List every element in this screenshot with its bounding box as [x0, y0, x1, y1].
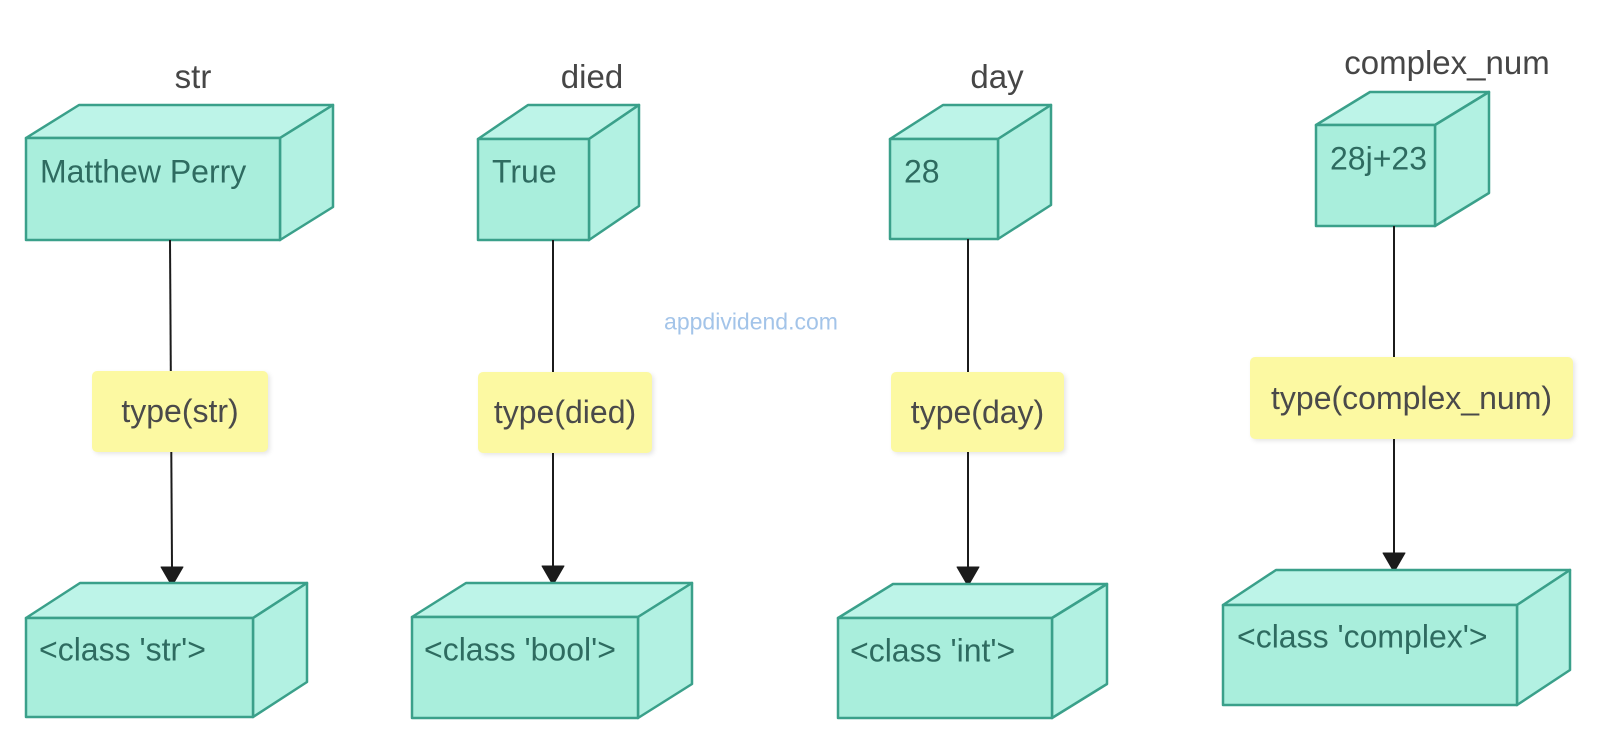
watermark-text: appdividend.com: [664, 308, 838, 335]
str-result-cube-front-face: [24, 616, 255, 719]
complex-num-value-cube-front-face: [1314, 123, 1437, 228]
died-value-cube-front-face: [476, 137, 591, 242]
column-str-shapes: [24, 103, 335, 719]
day-value-text: 28: [904, 153, 940, 190]
died-operation-label: type(died): [478, 372, 652, 453]
day-result-text: <class 'int'>: [850, 632, 1016, 669]
column-complex-num-shapes: [1221, 90, 1572, 707]
str-value-cube-front-face: [24, 136, 282, 242]
died-arrowhead-icon: [541, 565, 565, 586]
complex-num-operation-label: type(complex_num): [1250, 357, 1573, 439]
variable-name-complex-num: complex_num: [1344, 44, 1550, 81]
died-result-cube-front-face: [410, 615, 640, 720]
variable-name-str: str: [174, 58, 212, 95]
complex-num-result-cube-top-face: [1221, 568, 1572, 607]
complex-num-result-cube-front-face: [1221, 603, 1519, 707]
day-arrowhead-icon: [956, 566, 980, 587]
str-arrowhead-icon: [160, 566, 184, 587]
day-value-cube-front-face: [888, 137, 1000, 241]
died-result-text: <class 'bool'>: [424, 631, 616, 668]
variable-name-day: day: [970, 58, 1024, 95]
column-died-shapes: [410, 103, 694, 720]
complex-num-value-text: 28j+23: [1330, 140, 1427, 177]
complex-num-arrowhead-icon: [1382, 552, 1406, 573]
str-value-text: Matthew Perry: [40, 153, 247, 190]
day-result-cube-front-face: [836, 616, 1054, 720]
str-operation-label: type(str): [92, 371, 268, 452]
complex-num-result-text: <class 'complex'>: [1237, 618, 1488, 655]
day-operation-label: type(day): [891, 372, 1064, 452]
column-day-shapes: [836, 103, 1109, 720]
str-result-text: <class 'str'>: [39, 631, 206, 668]
variable-name-died: died: [560, 58, 624, 95]
died-value-text: True: [492, 153, 557, 190]
